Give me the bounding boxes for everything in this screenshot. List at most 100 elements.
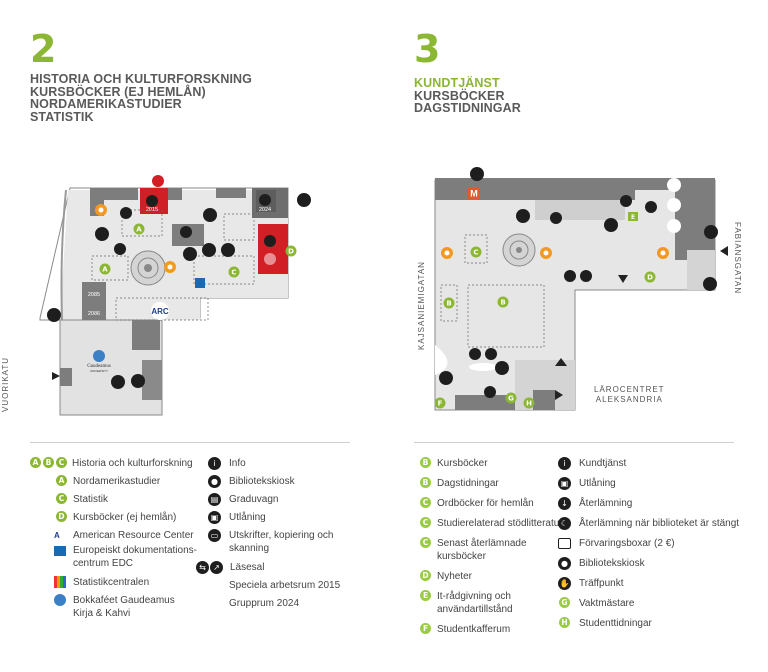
legend-label: Info	[229, 458, 246, 469]
svg-text:D: D	[647, 274, 653, 282]
badge-g-icon: G	[559, 597, 570, 608]
print-icon: ▭	[208, 529, 221, 542]
street-vuorikatu: VUORIKATU	[1, 356, 10, 412]
legend-item: Bokkaféet Gaudeamus Kirja & Kahvi	[30, 594, 210, 624]
legend-item: C Ordböcker för hemlån	[420, 497, 560, 517]
metro-sign: M	[470, 189, 478, 199]
room-2024-label: 2024	[259, 207, 271, 213]
gaudeamus-label: Gaudeamus	[87, 364, 111, 369]
legend-label: Bibliotekskiosk	[229, 476, 295, 487]
legend-item: i Kundtjänst	[558, 457, 748, 477]
legend-label: Statistikcentralen	[73, 577, 150, 588]
legend-item: ⇆ ↗ Läsesal	[196, 561, 346, 579]
legend-item: A Nordamerikastudier	[30, 475, 210, 493]
legend-label: Speciela arbetsrum 2015	[229, 580, 341, 591]
centre-label-line: ALEKSANDRIA	[595, 395, 663, 404]
legend-item: ● Bibliotekskiosk	[196, 475, 346, 493]
svg-text:F: F	[438, 400, 443, 408]
legend-item: i Info	[196, 457, 346, 475]
floor-3-legend-divider	[414, 442, 734, 443]
badge-b-icon: B	[420, 477, 431, 488]
legend-item: Statistikcentralen	[30, 576, 210, 594]
badge-c-icon: C	[420, 537, 431, 548]
room-2086-label: 2086	[88, 311, 100, 317]
legend-label: American Resource Center	[73, 530, 194, 541]
floor-2-heading-line: STATISTIK	[30, 109, 94, 124]
legend-label: It-rådgivning och användartillstånd	[437, 591, 513, 615]
legend-label: Europeiskt dokumentations-centrum EDC	[73, 545, 197, 569]
floor-2-heading-line: HISTORIA OCH KULTURFORSKNING	[30, 72, 253, 86]
legend-item: D Nyheter	[420, 570, 560, 590]
legend-item: ▣ Utlåning	[196, 511, 346, 529]
svg-text:G: G	[508, 395, 514, 403]
legend-label: Utlåning	[579, 478, 616, 489]
legend-item: Grupprum 2024	[196, 597, 346, 615]
badge-c-icon: C	[56, 493, 67, 504]
svg-text:E: E	[631, 214, 635, 221]
statistics-centre-icon	[54, 576, 66, 588]
svg-text:C: C	[231, 269, 236, 277]
floor-2-map: 2015 2024 2085 2086 A A C D ARC	[39, 175, 311, 416]
kiosk-icon: ●	[208, 475, 221, 488]
badge-b-icon: B	[420, 457, 431, 468]
svg-text:D: D	[288, 248, 294, 256]
legend-label: Studentkafferum	[437, 624, 511, 635]
floor-3-legend-right: i Kundtjänst ▣ Utlåning ↓ Återlämning ☾ …	[558, 457, 748, 637]
badge-a-icon: A	[56, 475, 67, 486]
street-fabiansgatan: FABIANSGATAN	[733, 222, 742, 295]
legend-label: Grupprum 2024	[229, 598, 300, 609]
svg-text:B: B	[446, 300, 451, 308]
svg-text:C: C	[473, 249, 478, 257]
svg-text:B: B	[500, 299, 505, 307]
legend-item: C Senast återlämnade kursböcker	[420, 537, 560, 570]
locker-icon	[558, 538, 571, 549]
badge-f-icon: F	[420, 623, 431, 634]
reading-room-icon: ⇆	[196, 561, 209, 574]
legend-item: H Studenttidningar	[558, 617, 748, 637]
legend-item: Förvaringsboxar (2 €)	[558, 537, 748, 557]
badge-a-icon: A	[30, 457, 41, 468]
legend-item: B Dagstidningar	[420, 477, 560, 497]
legend-item: Europeiskt dokumentations-centrum EDC	[30, 544, 210, 576]
floor-3-map: M C B B D E F G H	[434, 167, 728, 411]
legend-label: Förvaringsboxar (2 €)	[579, 538, 675, 549]
badge-e-icon: E	[420, 590, 431, 601]
svg-text:H: H	[526, 400, 532, 408]
badge-c-icon: C	[420, 517, 431, 528]
legend-label: Statistik	[73, 494, 109, 505]
legend-label: Vaktmästare	[579, 598, 635, 609]
legend-item: A B C Historia och kulturforskning	[30, 457, 210, 475]
reading-room-alt-icon: ↗	[210, 561, 223, 574]
legend-item: A American Resource Center	[30, 529, 210, 544]
legend-item: C Studierelaterad stödlitteratur	[420, 517, 563, 537]
return-closed-icon: ☾	[558, 517, 571, 530]
legend-item: B Kursböcker	[420, 457, 560, 477]
legend-label: Utlåning	[229, 512, 266, 523]
legend-item: D Kursböcker (ej hemlån)	[30, 511, 210, 529]
legend-item: ● Bibliotekskiosk	[558, 557, 748, 577]
legend-label: Nyheter	[437, 571, 473, 582]
legend-label: Kursböcker (ej hemlån)	[73, 512, 177, 523]
legend-item: ✋ Träffpunkt	[558, 577, 748, 597]
loan-icon: ▣	[558, 477, 571, 490]
legend-item: ▭ Utskrifter, kopiering och skanning	[196, 529, 346, 561]
legend-label: Studenttidningar	[579, 618, 652, 629]
floor-3-legend-left: B Kursböcker B Dagstidningar C Ordböcker…	[420, 457, 563, 643]
legend-item: C Statistik	[30, 493, 210, 511]
arc-logo-text: ARC	[151, 307, 169, 316]
legend-label: Träffpunkt	[579, 578, 624, 589]
legend-label: Nordamerikastudier	[73, 476, 161, 487]
floor-2-heading: HISTORIA OCH KULTURFORSKNING KURSBÖCKER …	[30, 73, 252, 123]
legend-item: ☾ Återlämning när biblioteket är stängt	[558, 517, 748, 537]
floor-2-legend-divider	[30, 442, 350, 443]
legend-label: Återlämning när biblioteket är stängt	[579, 518, 740, 529]
legend-item: Speciela arbetsrum 2015	[196, 579, 346, 597]
legend-label: Kundtjänst	[579, 458, 627, 469]
legend-label: Historia och kulturforskning	[72, 458, 193, 469]
floor-2-legend-left: A B C Historia och kulturforskning A Nor…	[30, 457, 210, 624]
legend-item: ↓ Återlämning	[558, 497, 748, 517]
legend-item: G Vaktmästare	[558, 597, 748, 617]
floor-3-heading-line: KUNDTJÄNST	[414, 76, 500, 90]
kiosk-icon: ●	[558, 557, 571, 570]
street-kajsaniemigatan: KAJSANIEMIGATAN	[417, 261, 426, 350]
